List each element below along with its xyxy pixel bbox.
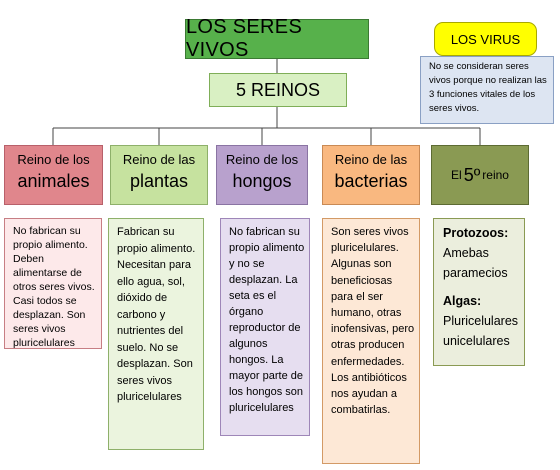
algas-label: Algas: xyxy=(443,294,482,308)
kingdom-plantas-description: Fabrican su propio alimento. Necesitan p… xyxy=(108,218,204,450)
quinto-number: 5º xyxy=(463,164,481,185)
reinos-text: 5 REINOS xyxy=(235,79,321,100)
kingdom-quinto-header: El 5º reino xyxy=(431,145,529,205)
protozoos-label: Protozoos: xyxy=(443,226,509,240)
title-box: LOS SERES VIVOS xyxy=(185,16,369,61)
kingdom-bacterias-small: Reino de las xyxy=(334,152,408,167)
kingdom-plantas-small: Reino de las xyxy=(122,152,196,167)
title-text: LOS SERES VIVOS xyxy=(186,16,303,61)
kingdom-quinto-description: Protozoos: Amebas paramecios Algas: Plur… xyxy=(433,218,525,366)
spacer xyxy=(443,283,518,291)
quinto-pre: El xyxy=(451,168,462,182)
algas-text: Pluricelulares unicelulares xyxy=(443,314,519,348)
kingdom-animales-description: No fabrican su propio alimento. Deben al… xyxy=(4,218,102,349)
kingdom-animales-header: Reino de los animales xyxy=(4,145,103,205)
kingdom-bacterias-header: Reino de las bacterias xyxy=(322,145,420,205)
virus-note: No se consideran seres vivos porque no r… xyxy=(420,56,554,124)
quinto-post: reino xyxy=(482,168,509,182)
kingdom-bacterias-description: Son seres vivos pluricelulares. Algunas … xyxy=(322,218,420,464)
kingdom-bacterias-name: bacterias xyxy=(334,171,408,191)
virus-label: LOS VIRUS xyxy=(450,31,521,47)
kingdom-hongos-small: Reino de los xyxy=(225,152,299,167)
kingdom-hongos-description: No fabrican su propio alimento y no se d… xyxy=(220,218,310,436)
kingdom-plantas-name: plantas xyxy=(129,171,189,191)
kingdom-animales-small: Reino de los xyxy=(17,152,90,167)
kingdom-hongos-name: hongos xyxy=(232,171,292,191)
reinos-box: 5 REINOS xyxy=(209,73,347,107)
protozoos-text: Amebas paramecios xyxy=(443,246,508,280)
kingdom-hongos-header: Reino de los hongos xyxy=(216,145,308,205)
kingdom-plantas-header: Reino de las plantas xyxy=(110,145,208,205)
kingdom-animales-name: animales xyxy=(17,171,90,191)
virus-box: LOS VIRUS xyxy=(434,22,537,56)
